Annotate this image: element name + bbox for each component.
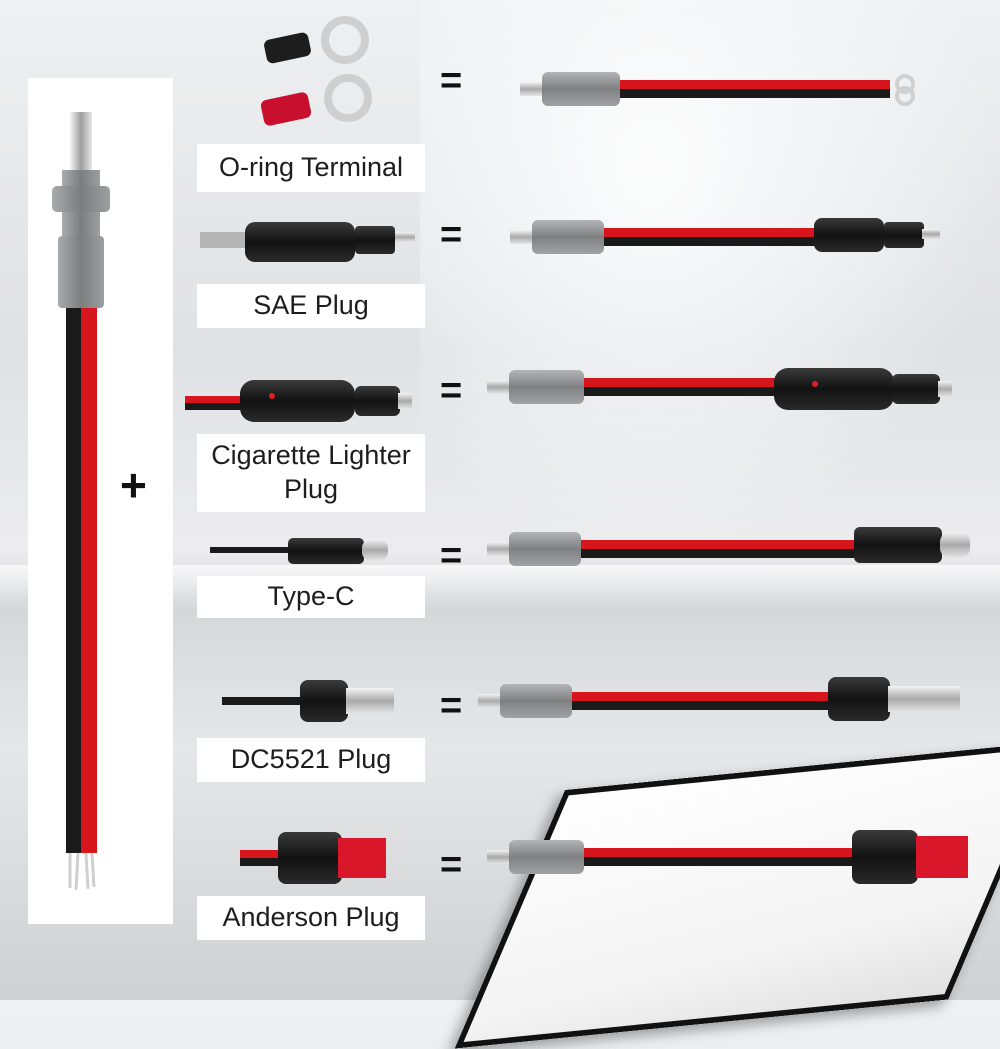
anderson-plug-image [240, 832, 386, 884]
label-cigarette-lighter-plug: Cigarette Lighter Plug [197, 434, 425, 512]
label-o-ring-terminal: O-ring Terminal [197, 144, 425, 192]
plus-sign: + [120, 459, 147, 511]
black-wire [66, 308, 81, 853]
o-ring-terminal-image [260, 16, 372, 126]
label-anderson-plug: Anderson Plug [197, 896, 425, 940]
base-cable-panel [28, 78, 173, 924]
label-sae-plug: SAE Plug [197, 284, 425, 328]
equals-sign-dc5521: = [440, 685, 463, 727]
cigarette-lighter-plug-image [185, 380, 412, 422]
dc-barrel-tip [70, 112, 92, 170]
equals-sign-anderson: = [440, 844, 463, 886]
sae-plug-image [200, 222, 415, 262]
equals-sign-sae: = [440, 214, 463, 256]
type-c-plug-image [210, 538, 388, 564]
type-c-cable-image [487, 527, 970, 566]
base-dc-cable [52, 112, 110, 891]
red-wire [81, 308, 97, 853]
label-dc5521-plug: DC5521 Plug [197, 738, 425, 782]
dc5521-cable-image [478, 677, 960, 721]
dc5521-plug-image [222, 680, 394, 722]
equals-sign-o-ring: = [440, 60, 463, 102]
cigarette-lighter-cable-image [487, 368, 952, 410]
gray-housing [58, 236, 104, 308]
o-ring-cable-image [520, 72, 915, 106]
stripped-wire-ends [68, 852, 96, 891]
equals-sign-cigarette: = [440, 370, 463, 412]
equals-sign-type-c: = [440, 535, 463, 577]
label-type-c: Type-C [197, 576, 425, 618]
sae-cable-image [510, 218, 940, 254]
anderson-cable-image [487, 830, 968, 884]
product-illustration [52, 16, 970, 891]
